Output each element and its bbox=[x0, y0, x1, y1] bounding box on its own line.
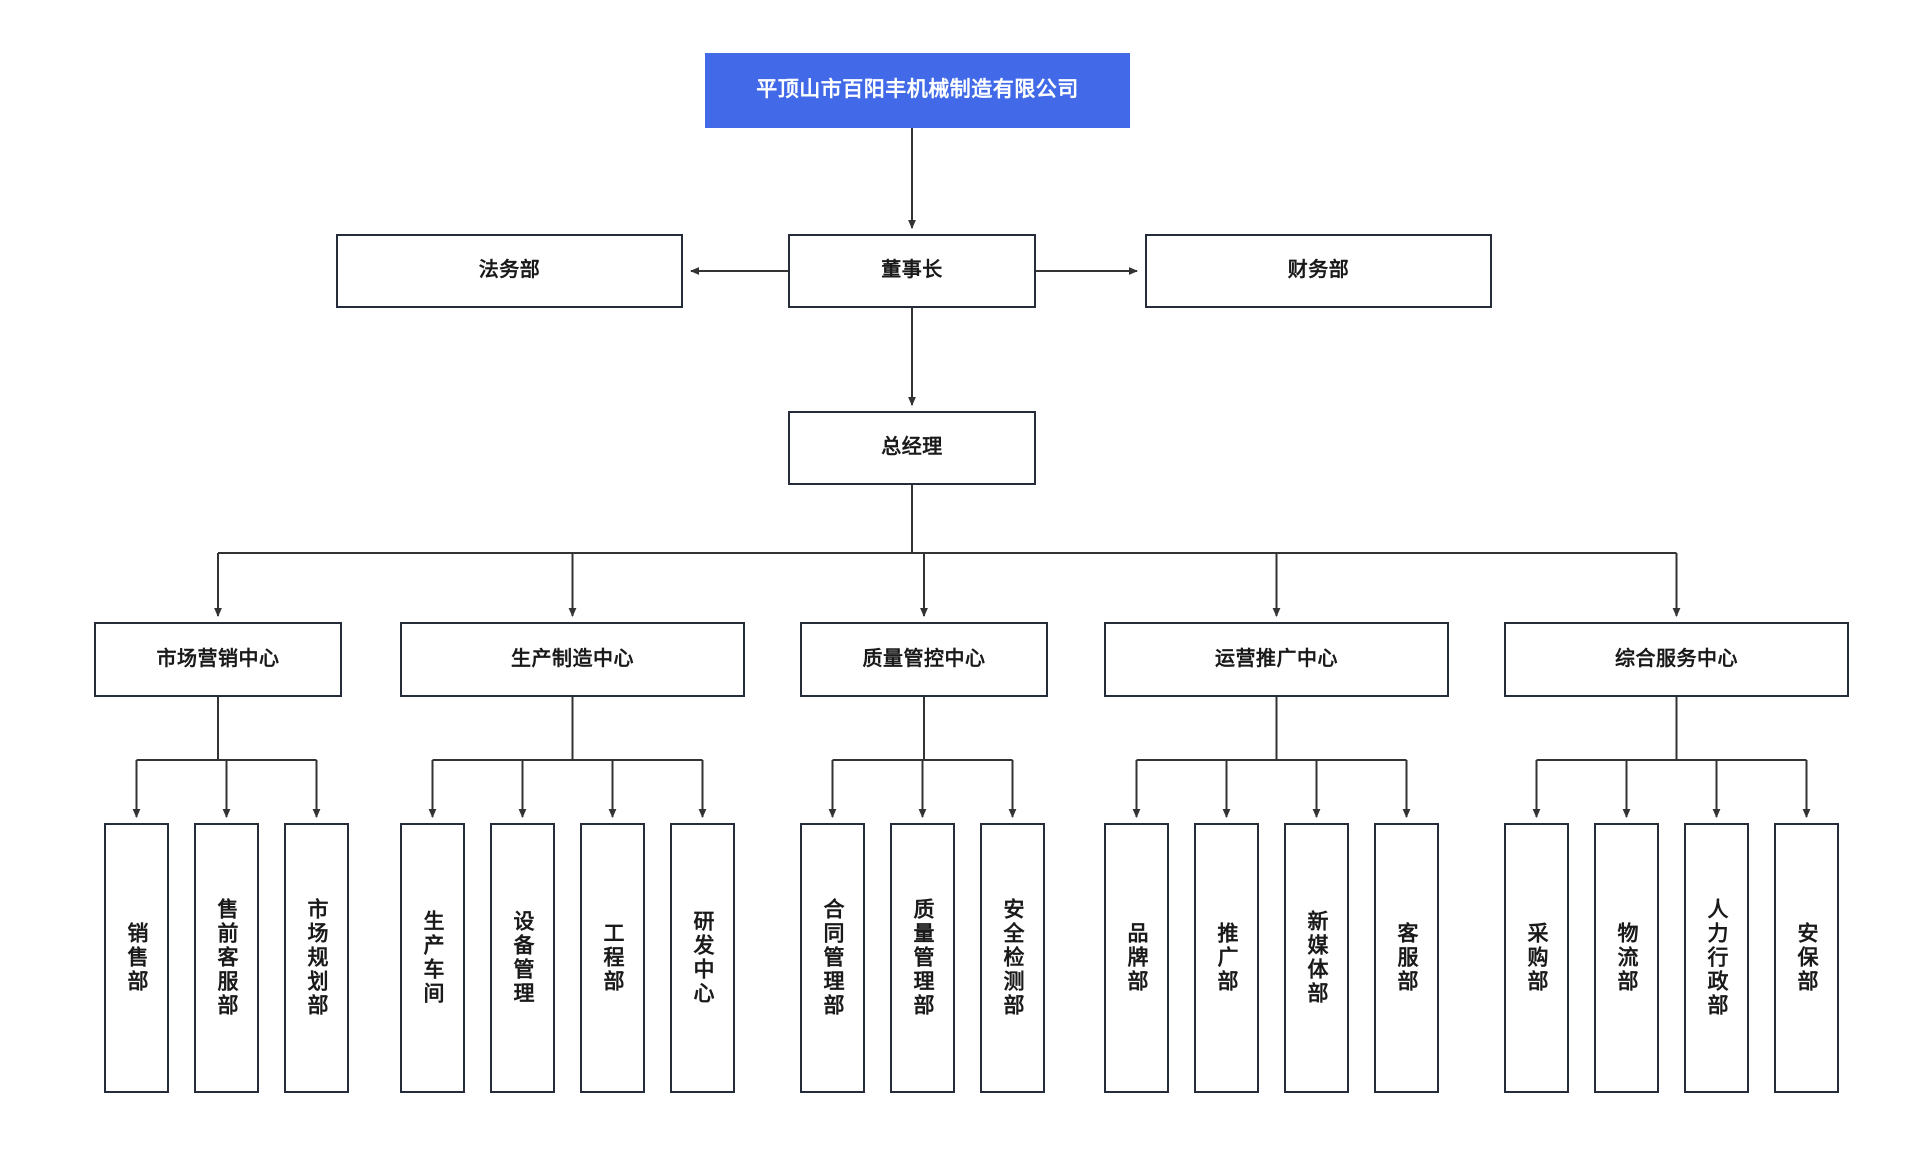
finance-department-label: 财务部 bbox=[1287, 259, 1350, 282]
leaf-box-5-1[interactable]: 采购部 bbox=[1504, 823, 1569, 1093]
leaf-box-3-1[interactable]: 合同管理部 bbox=[800, 823, 865, 1093]
leaf-label: 工程部 bbox=[601, 922, 624, 994]
center-label: 综合服务中心 bbox=[1615, 647, 1738, 670]
leaf-box-5-3[interactable]: 人力行政部 bbox=[1684, 823, 1749, 1093]
leaf-box-3-3[interactable]: 安全检测部 bbox=[980, 823, 1045, 1093]
company-root-label: 平顶山市百阳丰机械制造有限公司 bbox=[756, 78, 1079, 102]
general-manager-box[interactable]: 总经理 bbox=[788, 411, 1036, 485]
leaf-label: 物流部 bbox=[1615, 922, 1638, 994]
leaf-label: 安保部 bbox=[1795, 922, 1818, 994]
leaf-box-5-2[interactable]: 物流部 bbox=[1594, 823, 1659, 1093]
leaf-box-1-2[interactable]: 售前客服部 bbox=[194, 823, 259, 1093]
center-box-5[interactable]: 综合服务中心 bbox=[1504, 622, 1849, 697]
center-label: 质量管控中心 bbox=[862, 647, 986, 670]
center-label: 运营推广中心 bbox=[1215, 647, 1338, 670]
leaf-box-1-3[interactable]: 市场规划部 bbox=[284, 823, 349, 1093]
leaf-label: 合同管理部 bbox=[821, 898, 844, 1018]
leaf-label: 采购部 bbox=[1525, 922, 1548, 994]
center-label: 市场营销中心 bbox=[156, 647, 280, 670]
leaf-box-3-2[interactable]: 质量管理部 bbox=[890, 823, 955, 1093]
leaf-box-5-4[interactable]: 安保部 bbox=[1774, 823, 1839, 1093]
chairman-box[interactable]: 董事长 bbox=[788, 234, 1036, 308]
chairman-label: 董事长 bbox=[881, 259, 943, 282]
leaf-label: 销售部 bbox=[125, 922, 148, 994]
leaf-label: 客服部 bbox=[1395, 922, 1418, 994]
center-box-4[interactable]: 运营推广中心 bbox=[1104, 622, 1449, 697]
leaf-label: 研发中心 bbox=[691, 910, 714, 1006]
leaf-label: 设备管理 bbox=[511, 910, 534, 1006]
leaf-box-2-2[interactable]: 设备管理 bbox=[490, 823, 555, 1093]
leaf-box-2-4[interactable]: 研发中心 bbox=[670, 823, 735, 1093]
leaf-label: 质量管理部 bbox=[911, 898, 934, 1018]
leaf-box-2-1[interactable]: 生产车间 bbox=[400, 823, 465, 1093]
leaf-box-4-2[interactable]: 推广部 bbox=[1194, 823, 1259, 1093]
leaf-box-4-4[interactable]: 客服部 bbox=[1374, 823, 1439, 1093]
legal-department-box[interactable]: 法务部 bbox=[336, 234, 683, 308]
leaf-box-1-1[interactable]: 销售部 bbox=[104, 823, 169, 1093]
leaf-label: 品牌部 bbox=[1125, 922, 1148, 994]
leaf-label: 生产车间 bbox=[421, 910, 444, 1006]
leaf-label: 售前客服部 bbox=[215, 898, 238, 1018]
center-box-3[interactable]: 质量管控中心 bbox=[800, 622, 1048, 697]
center-label: 生产制造中心 bbox=[511, 647, 634, 670]
company-root-box[interactable]: 平顶山市百阳丰机械制造有限公司 bbox=[705, 53, 1130, 128]
general-manager-label: 总经理 bbox=[881, 436, 943, 459]
leaf-label: 安全检测部 bbox=[1001, 898, 1024, 1018]
center-box-2[interactable]: 生产制造中心 bbox=[400, 622, 745, 697]
leaf-box-4-1[interactable]: 品牌部 bbox=[1104, 823, 1169, 1093]
leaf-box-4-3[interactable]: 新媒体部 bbox=[1284, 823, 1349, 1093]
legal-department-label: 法务部 bbox=[478, 259, 541, 282]
leaf-box-2-3[interactable]: 工程部 bbox=[580, 823, 645, 1093]
leaf-label: 推广部 bbox=[1215, 922, 1238, 994]
finance-department-box[interactable]: 财务部 bbox=[1145, 234, 1492, 308]
leaf-label: 市场规划部 bbox=[305, 898, 328, 1018]
leaf-label: 人力行政部 bbox=[1705, 898, 1728, 1018]
leaf-label: 新媒体部 bbox=[1305, 910, 1328, 1006]
center-box-1[interactable]: 市场营销中心 bbox=[94, 622, 342, 697]
